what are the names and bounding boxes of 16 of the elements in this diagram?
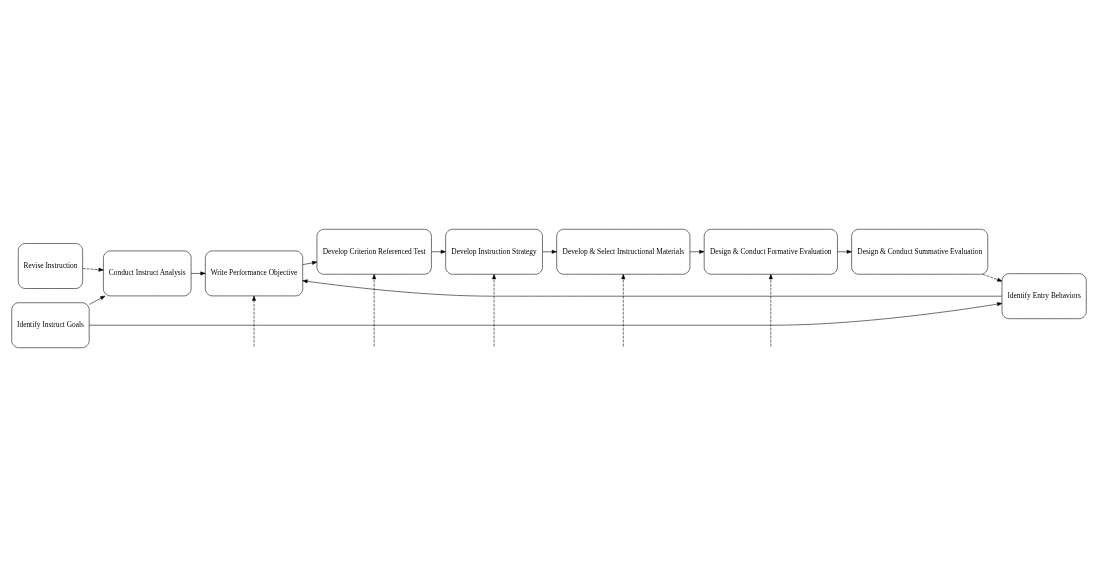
arrow: [492, 273, 496, 347]
arrow: [302, 278, 1003, 296]
arrow: [88, 301, 1003, 325]
arrow: [190, 271, 206, 275]
arrow: [542, 249, 557, 254]
arrow: [768, 273, 773, 347]
arrow: [372, 273, 377, 347]
arrow: [689, 249, 705, 254]
arrow: [431, 249, 446, 254]
arrow: [982, 273, 1003, 281]
arrow: [82, 267, 104, 272]
arrow: [621, 273, 626, 347]
arrow: [89, 295, 106, 305]
arrow: [252, 295, 256, 347]
arrow: [837, 249, 852, 254]
arrow: [302, 260, 318, 265]
